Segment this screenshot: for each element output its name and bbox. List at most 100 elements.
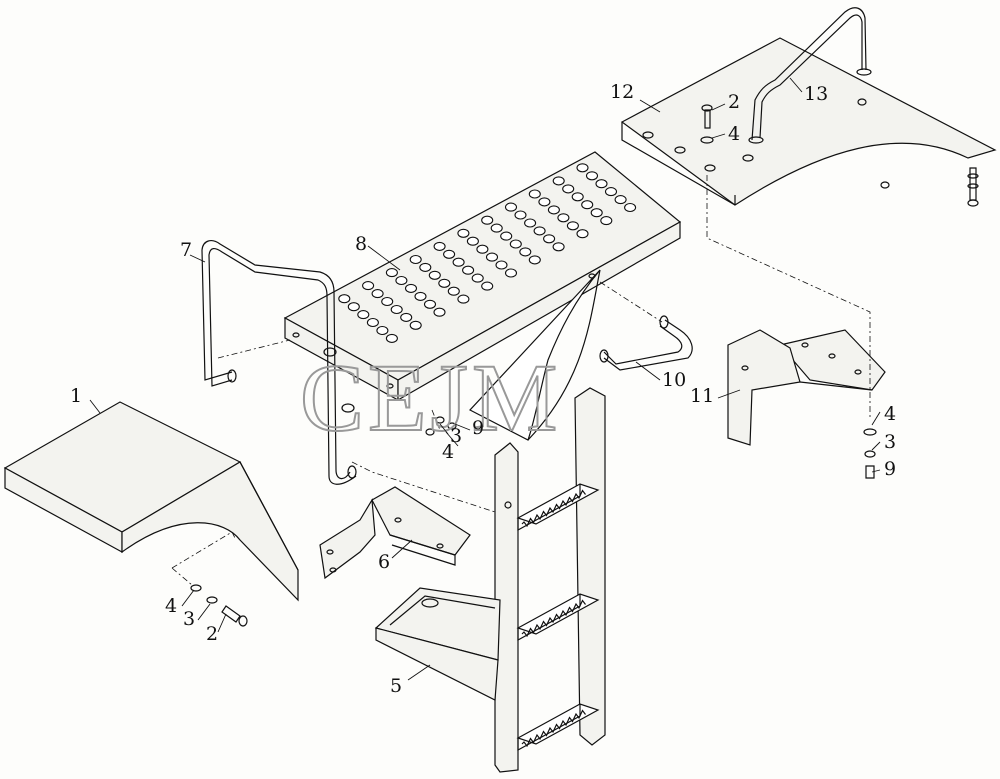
platform-stud (390, 304, 403, 315)
platform-stud (585, 171, 599, 181)
callout-4-left: 4 (165, 595, 177, 617)
part-7-grab-rail (201, 240, 357, 485)
platform-stud (466, 236, 479, 246)
platform-stud (447, 286, 460, 296)
part-5-step-ladder (374, 387, 606, 773)
callout-1: 1 (70, 385, 82, 407)
platform-stud (519, 247, 532, 257)
callout-3-left: 3 (183, 608, 195, 630)
part-10-short-rail (599, 315, 693, 371)
platform-stud (381, 296, 394, 307)
platform-bolt-set (425, 416, 457, 436)
platform-stud (428, 270, 441, 280)
platform-stud (524, 218, 537, 228)
platform-stud (457, 228, 470, 238)
callout-3-mid: 3 (450, 425, 462, 447)
platform-stud (414, 291, 427, 301)
platform-stud (500, 231, 513, 241)
platform-stud (552, 176, 565, 186)
side-bracket-bolt-set (863, 428, 877, 479)
platform-stud (357, 310, 370, 320)
callout-13: 13 (804, 83, 828, 105)
platform-stud (376, 325, 389, 336)
ladder-rung (516, 593, 600, 642)
fender-bolt-set (700, 104, 979, 207)
ladder-rungs (516, 483, 600, 752)
lower-fender-bolt-set (190, 584, 248, 627)
platform-stud (547, 205, 560, 215)
assembly-lines (171, 175, 871, 586)
platform-stud (481, 281, 494, 291)
ladder-rung (516, 703, 600, 752)
platform-stud (538, 197, 551, 207)
platform-stud (624, 202, 637, 213)
platform-stud (552, 242, 565, 252)
callout-6: 6 (378, 551, 390, 573)
platform-stud (576, 229, 589, 239)
platform-stud (571, 192, 584, 202)
platform-stud (590, 208, 603, 218)
platform-stud (533, 226, 546, 236)
platform-stud (514, 210, 527, 220)
callout-8: 8 (355, 233, 367, 255)
platform-stud (595, 179, 608, 189)
platform-stud (604, 187, 618, 197)
platform-stud (395, 275, 408, 286)
platform-stud (443, 249, 456, 259)
platform-stud (362, 281, 375, 291)
callout-9-right: 9 (884, 458, 896, 480)
callout-11: 11 (690, 385, 714, 407)
platform-stud (338, 294, 351, 304)
platform-stud (400, 312, 413, 322)
platform-stud (504, 268, 518, 278)
platform-stud (481, 215, 494, 225)
callout-9-mid: 9 (472, 417, 484, 439)
callout-labels: 1 7 8 12 13 2 4 10 11 4 3 9 6 5 4 3 2 4 … (70, 81, 896, 697)
platform-stud (557, 213, 570, 223)
platform-stud (581, 200, 594, 210)
platform-stud (543, 234, 556, 244)
platform-stud (433, 307, 446, 317)
platform-stud (600, 216, 613, 226)
platform-stud (614, 195, 627, 205)
callout-2-top: 2 (728, 91, 740, 113)
part-1-lower-fender (3, 401, 299, 602)
platform-stud (385, 333, 398, 343)
platform-stud (566, 221, 579, 231)
platform-studs (338, 163, 637, 343)
platform-stud (490, 223, 503, 233)
callout-12: 12 (610, 81, 634, 103)
platform-stud (423, 299, 437, 309)
platform-stud (438, 278, 451, 288)
callout-10: 10 (662, 369, 686, 391)
ladder-rung (516, 483, 600, 532)
part-6-mount-bracket (319, 486, 471, 580)
watermark-text: CEJM (300, 344, 561, 451)
platform-stud (476, 244, 489, 254)
platform-stud (528, 189, 541, 199)
callout-4-mid: 4 (442, 441, 454, 463)
part-8-step-platform (283, 151, 682, 441)
platform-stud (509, 239, 522, 249)
platform-stud (452, 257, 465, 267)
platform-stud (562, 184, 575, 194)
leader-lines (89, 77, 881, 681)
platform-stud (471, 273, 484, 283)
platform-stud (419, 262, 432, 272)
platform-stud (404, 283, 418, 293)
platform-stud (409, 254, 422, 265)
platform-stud (495, 260, 508, 270)
callout-7: 7 (180, 239, 192, 261)
platform-stud (385, 268, 398, 278)
platform-stud (504, 202, 518, 212)
platform-stud (366, 317, 379, 328)
callout-4-top: 4 (728, 123, 740, 145)
platform-stud (371, 289, 384, 299)
platform-stud (347, 302, 360, 312)
callout-2-left: 2 (206, 623, 218, 645)
platform-stud (576, 163, 589, 173)
callout-4-right: 4 (884, 403, 896, 425)
part-13-grab-handle (748, 7, 872, 144)
part-12-upper-fender (620, 37, 997, 206)
